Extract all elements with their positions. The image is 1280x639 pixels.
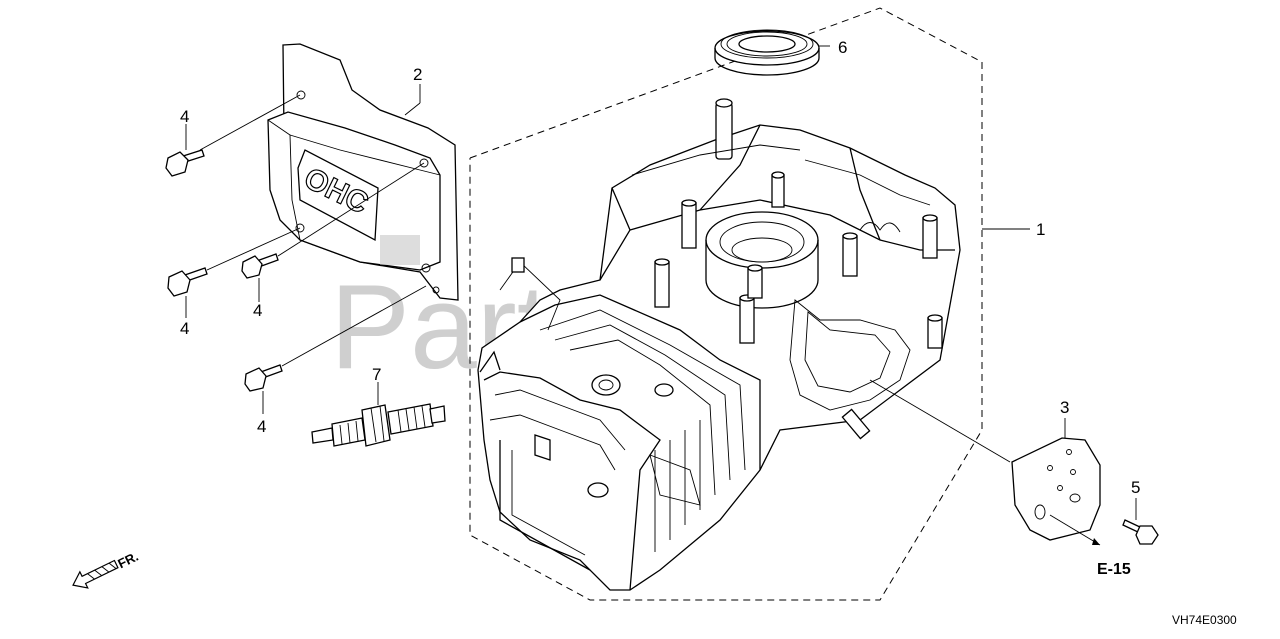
callout-3: 3 [1060, 398, 1069, 417]
bolt-4-top[interactable] [165, 149, 205, 177]
callout-4-top: 4 [180, 107, 189, 126]
callout-7: 7 [372, 365, 381, 384]
direction-label: FR. [115, 549, 140, 572]
head-cover[interactable]: OHC [267, 43, 459, 301]
breather-plate[interactable] [1011, 437, 1101, 541]
leader-lines [185, 45, 1137, 546]
drawing-code: VH74E0300 [1172, 613, 1237, 627]
callout-2: 2 [413, 65, 422, 84]
callout-4-middle-right: 4 [253, 301, 262, 320]
callout-5: 5 [1131, 478, 1140, 497]
callout-1: 1 [1036, 220, 1045, 239]
callout-4-bottom: 4 [257, 417, 266, 436]
bolt-4-middle-right[interactable] [241, 253, 279, 279]
callout-6: 6 [838, 38, 847, 57]
front-direction-arrow: FR. [72, 549, 141, 589]
oil-seal[interactable] [714, 29, 820, 76]
reference-label[interactable]: E-15 [1097, 561, 1131, 578]
callout-labels: 1 2 3 4 4 4 4 5 6 7 [180, 38, 1140, 497]
spark-plug[interactable] [311, 403, 446, 447]
bolt-4-bottom[interactable] [244, 364, 283, 392]
flange-bolt-5[interactable] [1122, 519, 1159, 545]
bolt-4-middle-left[interactable] [167, 267, 208, 297]
cylinder-block[interactable] [477, 98, 961, 591]
callout-4-middle-left: 4 [180, 319, 189, 338]
